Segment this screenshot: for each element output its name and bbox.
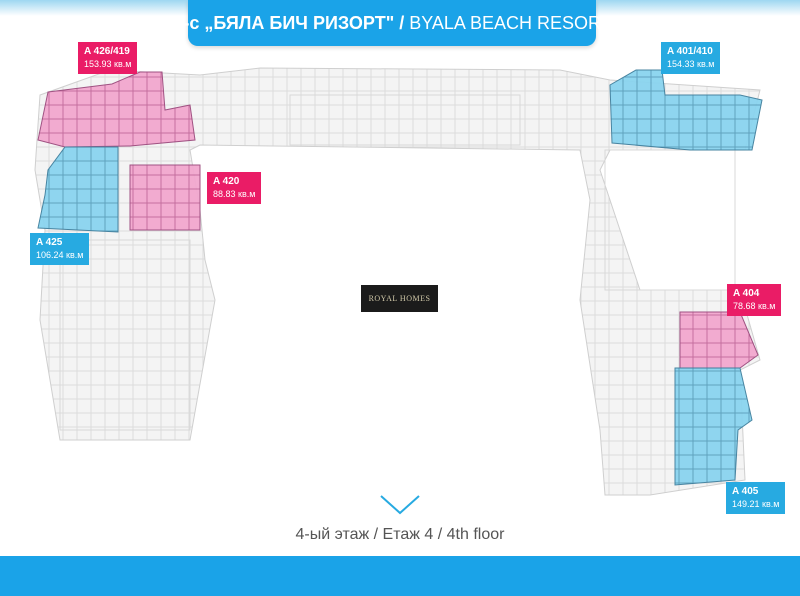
apartment-name: A 404 [733,288,760,299]
apartment-area: 149.21 кв.м [732,499,780,509]
apartment-label-404[interactable]: A 404 78.68 кв.м [727,284,782,316]
apartment-label-426-419[interactable]: A 426/419 153.93 кв.м [78,42,138,74]
apartment-area: 88.83 кв.м [213,189,256,199]
royal-homes-logo: ROYAL HOMES [361,285,438,312]
unit-426-419-shape [37,71,196,148]
chevron-down-icon[interactable] [379,493,421,517]
bottom-bar [0,556,800,596]
unit-425-shape [37,146,119,233]
page-title: К-с „БЯЛА БИЧ РИЗОРТ" / BYALA BEACH RESO… [172,0,612,46]
apartment-name: A 401/410 [667,46,713,57]
apartment-area: 78.68 кв.м [733,301,776,311]
title-bold: К-с „БЯЛА БИЧ РИЗОРТ" / [172,12,405,33]
title-light: BYALA BEACH RESORT [409,12,612,33]
apartment-area: 153.93 кв.м [84,59,132,69]
unit-405-shape [674,367,753,486]
apartment-label-405[interactable]: A 405 149.21 кв.м [726,482,786,514]
apartment-label-420[interactable]: A 420 88.83 кв.м [207,172,262,204]
right-wing-rooms [604,149,736,291]
unit-420-shape [129,164,201,231]
apartment-name: A 426/419 [84,46,130,57]
floor-label: 4-ый этаж / Етаж 4 / 4th floor [295,526,505,543]
inner-corridor [289,94,521,146]
apartment-name: A 420 [213,176,240,187]
floor-plan [34,67,763,496]
apartment-name: A 405 [732,486,759,497]
apartment-area: 106.24 кв.м [36,250,84,260]
left-wing-rooms [59,239,191,431]
apartment-name: A 425 [36,237,63,248]
unit-401-410-shape [609,69,763,151]
apartment-label-401-410[interactable]: A 401/410 154.33 кв.м [661,42,721,74]
apartment-label-425[interactable]: A 425 106.24 кв.м [30,233,90,265]
apartment-area: 154.33 кв.м [667,59,715,69]
